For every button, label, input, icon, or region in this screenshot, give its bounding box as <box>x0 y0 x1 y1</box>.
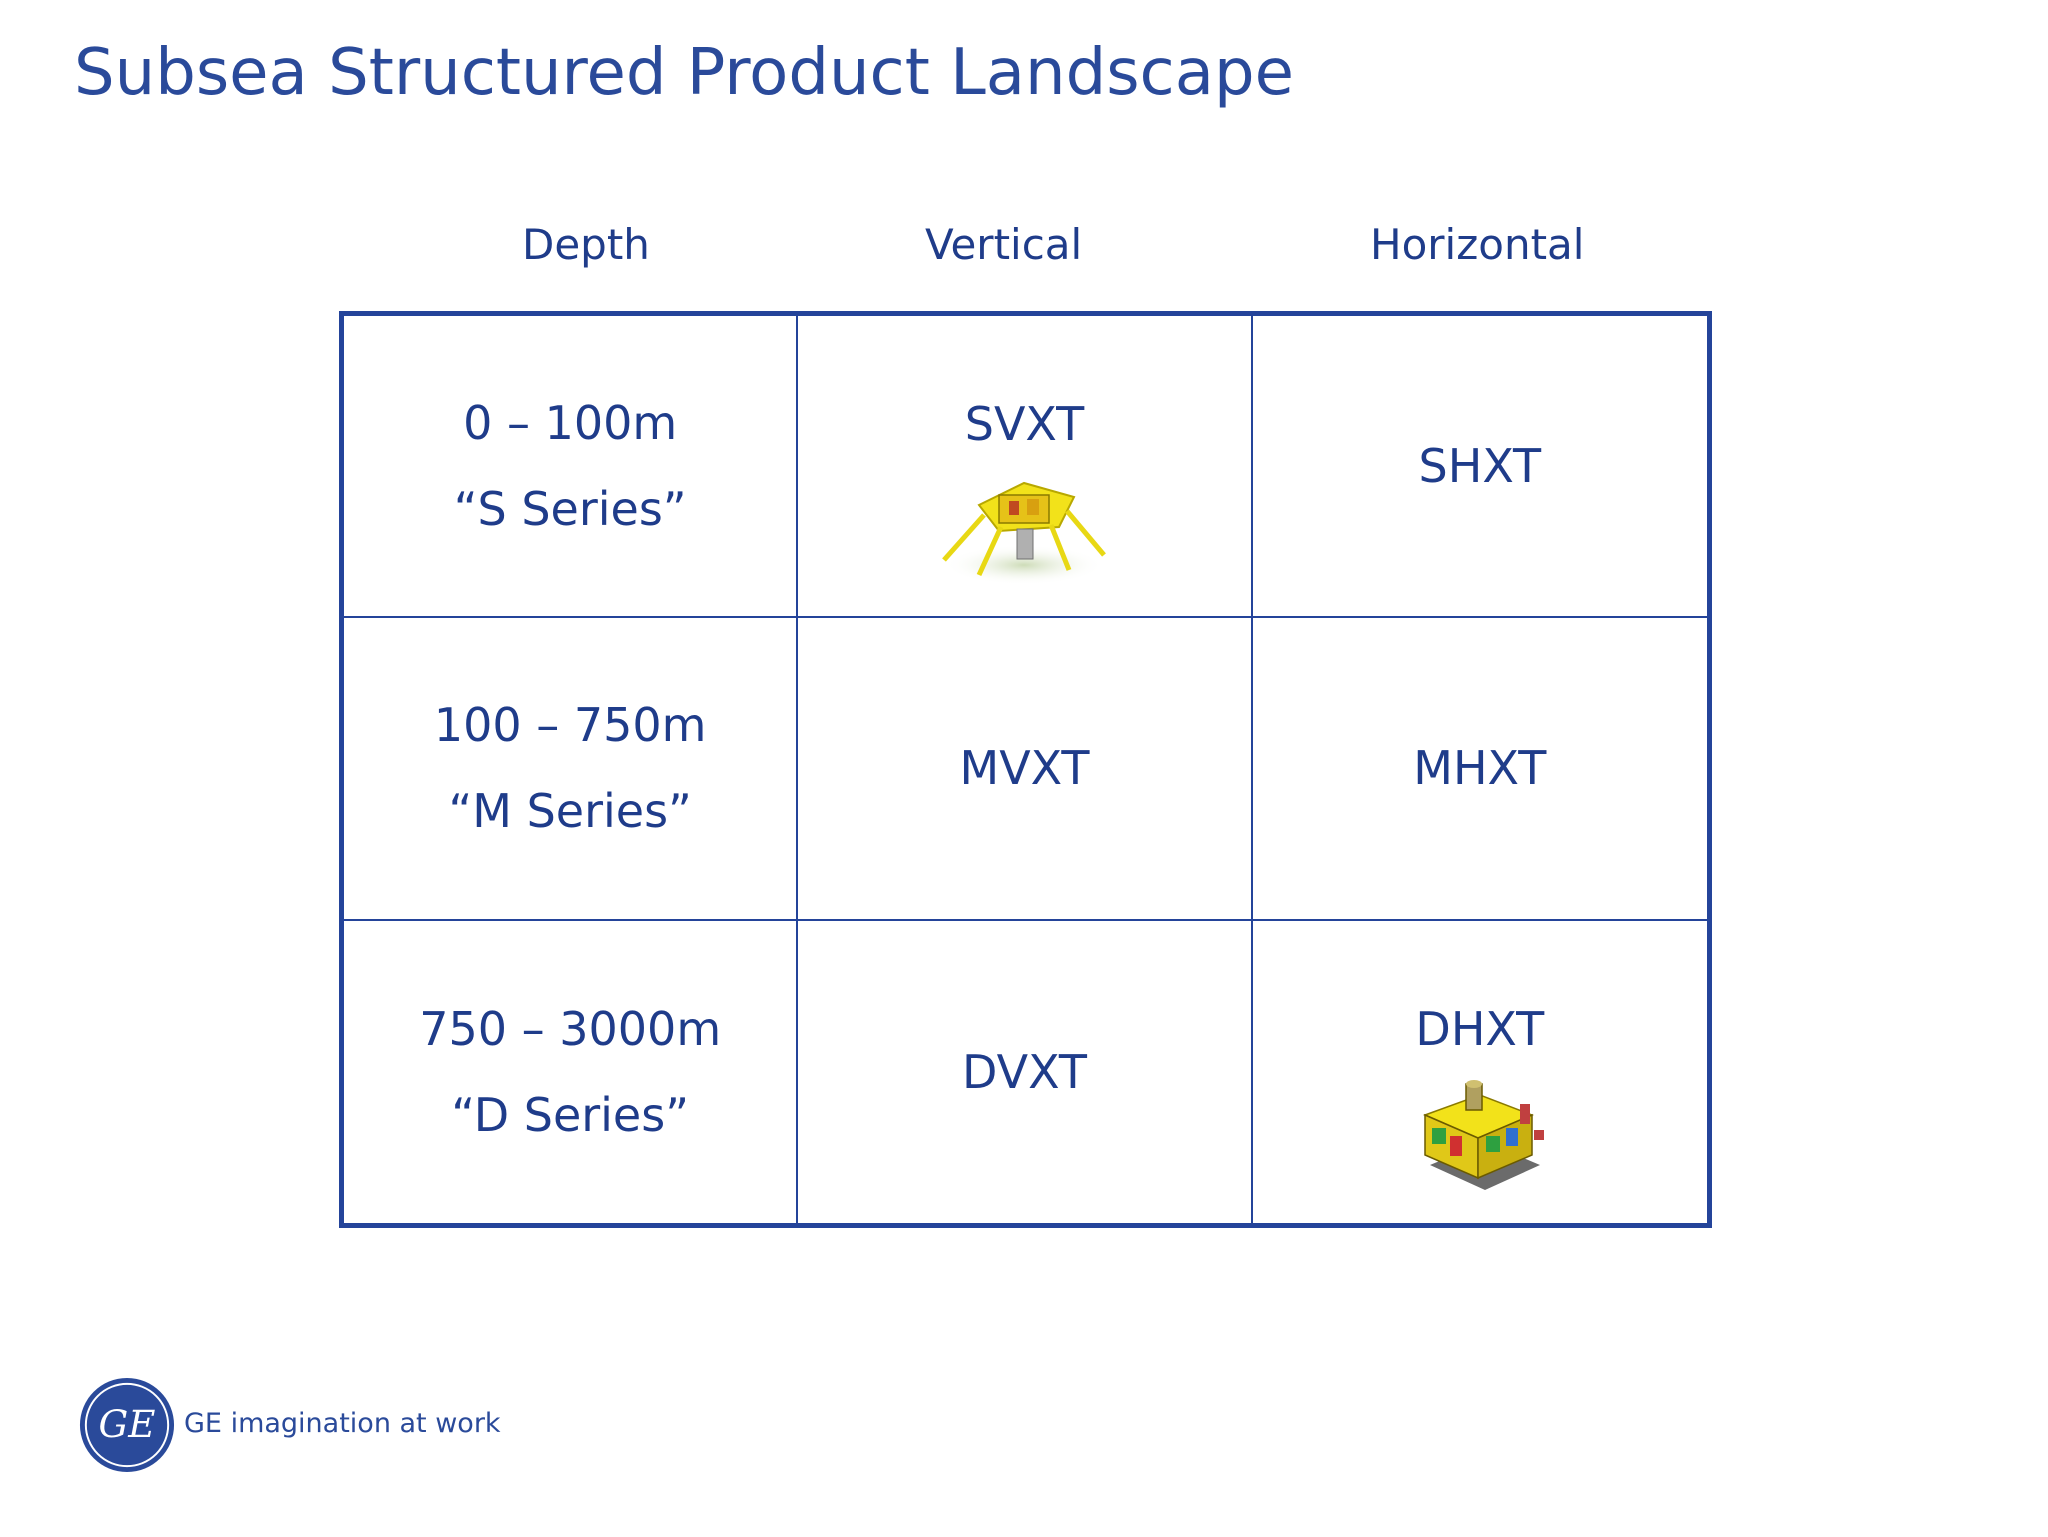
column-header-depth: Depth <box>522 220 650 269</box>
series-label: “M Series” <box>448 784 692 839</box>
product-label-mhxt: MHXT <box>1413 741 1547 796</box>
table-cell-vertical-s: SVXT <box>798 316 1253 619</box>
yellow-horizontal-tree-illustration-icon <box>1422 1079 1544 1190</box>
table-cell-vertical-m: MVXT <box>798 618 1253 921</box>
table-cell-depth-d: 750 – 3000m “D Series” <box>344 920 799 1223</box>
product-label-shxt: SHXT <box>1418 439 1542 494</box>
product-label-dhxt: DHXT <box>1415 1001 1545 1056</box>
table-cell-vertical-d: DVXT <box>798 920 1253 1223</box>
product-matrix-table: 0 – 100m “S Series” SVXT SHXT <box>339 311 1712 1228</box>
page-title: Subsea Structured Product Landscape <box>74 36 1294 110</box>
product-label-dvxt: DVXT <box>962 1044 1087 1099</box>
table-cell-horizontal-d: DHXT <box>1253 921 1707 1223</box>
table-cell-horizontal-s: SHXT <box>1252 316 1707 619</box>
depth-range-label: 750 – 3000m <box>419 1001 722 1056</box>
ge-monogram-logo-icon: GE <box>79 1377 175 1473</box>
table-cell-depth-s: 0 – 100m “S Series” <box>344 316 799 619</box>
table-cell-depth-m: 100 – 750m “M Series” <box>344 618 799 921</box>
footer-tagline: GE imagination at work <box>184 1408 501 1439</box>
column-header-horizontal: Horizontal <box>1370 220 1585 269</box>
table-cell-horizontal-m: MHXT <box>1252 618 1707 921</box>
series-label: “S Series” <box>453 482 687 537</box>
depth-range-label: 0 – 100m <box>463 396 678 451</box>
yellow-vertical-tree-illustration-icon <box>942 481 1107 585</box>
product-label-svxt: SVXT <box>964 397 1085 451</box>
series-label: “D Series” <box>451 1087 690 1142</box>
column-header-vertical: Vertical <box>925 220 1083 269</box>
logo-letters: GE <box>99 1402 156 1446</box>
product-label-mvxt: MVXT <box>959 741 1090 796</box>
depth-range-label: 100 – 750m <box>433 698 707 753</box>
